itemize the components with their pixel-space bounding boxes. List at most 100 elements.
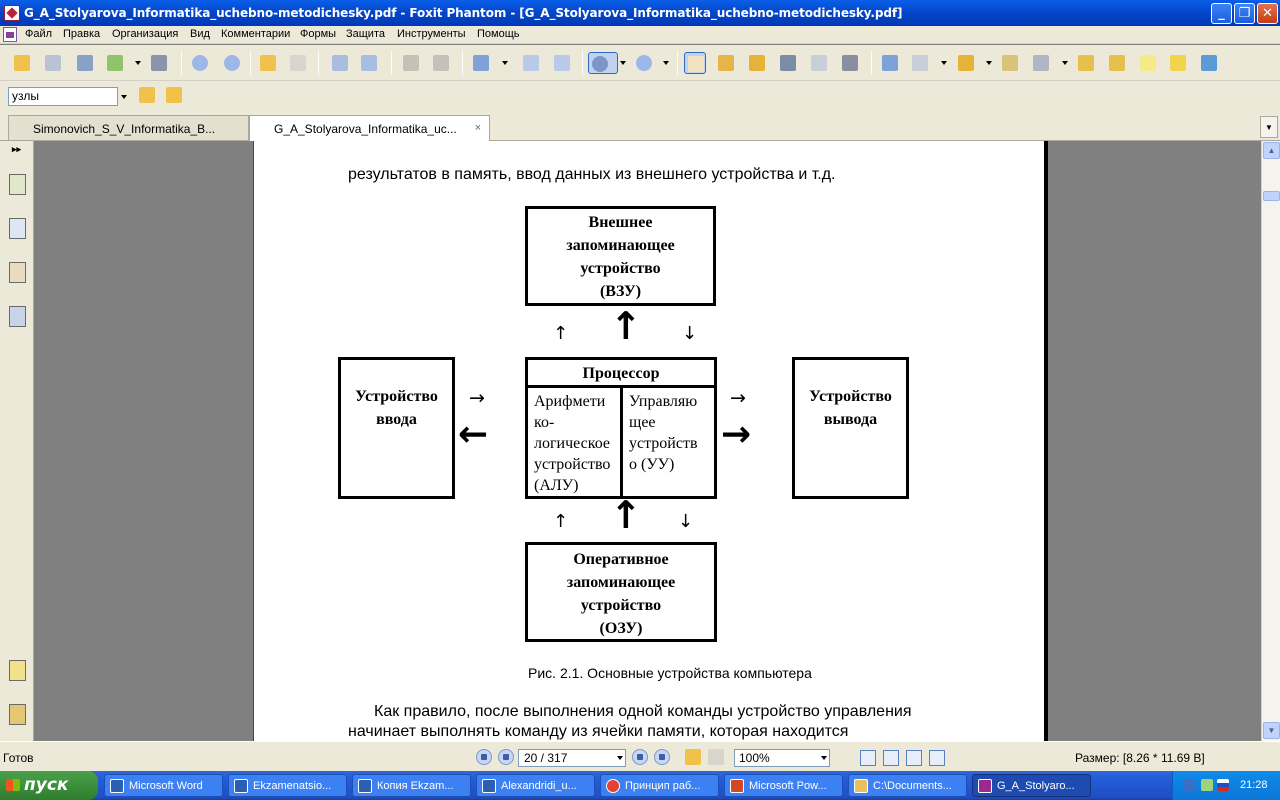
zoom-out-icon[interactable]	[588, 52, 618, 74]
zoom-tool-icon[interactable]	[470, 52, 492, 74]
taskbar-item-kopiya[interactable]: Копия Ekzam...	[352, 774, 471, 797]
next-page-icon[interactable]	[632, 749, 648, 765]
zoom-out-dropdown[interactable]	[620, 61, 626, 65]
extract-pages-icon[interactable]	[329, 52, 351, 74]
find-next-icon[interactable]	[163, 84, 185, 106]
zoom-in-dropdown[interactable]	[663, 61, 669, 65]
taskbar-item-powerpoint[interactable]: Microsoft Pow...	[724, 774, 843, 797]
back-arrow-icon[interactable]	[257, 52, 279, 74]
next-view-icon[interactable]	[705, 746, 727, 768]
tab-simonovich[interactable]: Simonovich_S_V_Informatika_B...	[8, 115, 249, 140]
menu-file[interactable]: Файл	[25, 28, 53, 40]
expand-panel-icon[interactable]: ▸▸	[12, 144, 22, 154]
start-button[interactable]: пуск	[0, 771, 98, 800]
note-icon[interactable]	[1167, 52, 1189, 74]
search-dropdown[interactable]	[118, 87, 130, 106]
pages-icon[interactable]	[7, 217, 27, 239]
typewriter-icon[interactable]	[808, 52, 830, 74]
document-icon[interactable]	[3, 27, 17, 42]
sidebar-toggle-icon[interactable]	[879, 52, 901, 74]
page-dropdown[interactable]	[617, 756, 623, 760]
minimize-button[interactable]: _	[1211, 3, 1232, 24]
scan-icon[interactable]	[148, 52, 170, 74]
select-text-icon[interactable]	[715, 52, 737, 74]
email-dropdown[interactable]	[135, 61, 141, 65]
zoom-in-icon[interactable]	[633, 52, 655, 74]
page-down-icon[interactable]	[221, 52, 243, 74]
fit-width-icon[interactable]	[551, 52, 573, 74]
taskbar-item-explorer[interactable]: C:\Documents...	[848, 774, 967, 797]
page-number-input[interactable]: 20 / 317	[518, 749, 626, 767]
security-lock-icon[interactable]	[1030, 52, 1052, 74]
menu-edit[interactable]: Правка	[63, 28, 101, 40]
tab-close-icon[interactable]: ×	[474, 122, 481, 134]
scroll-down-button[interactable]: ▼	[1263, 722, 1280, 739]
tray-expand-icon[interactable]	[1183, 779, 1195, 791]
forward-arrow-icon[interactable]	[287, 52, 309, 74]
search-input[interactable]: узлы	[8, 87, 118, 106]
continuous-view-icon[interactable]	[883, 750, 899, 766]
security-dropdown[interactable]	[1062, 61, 1068, 65]
sign-dropdown[interactable]	[986, 61, 992, 65]
find-previous-icon[interactable]	[136, 84, 158, 106]
stamp-icon[interactable]	[999, 52, 1021, 74]
find-icon[interactable]	[777, 52, 799, 74]
undo-icon[interactable]	[400, 52, 422, 74]
tab-stolyarova[interactable]: G_A_Stolyarova_Informatika_uc... ×	[249, 115, 490, 142]
continuous-facing-view-icon[interactable]	[929, 750, 945, 766]
taskbar-item-chrome[interactable]: Принцип раб...	[600, 774, 719, 797]
network-signal-icon[interactable]	[1201, 779, 1213, 791]
previous-view-icon[interactable]	[682, 746, 704, 768]
highlight-icon[interactable]	[1075, 52, 1097, 74]
fit-page-icon[interactable]	[520, 52, 542, 74]
zoom-dropdown[interactable]	[821, 756, 827, 760]
open-folder-icon[interactable]	[11, 52, 33, 74]
taskbar-item-word[interactable]: Microsoft Word	[104, 774, 223, 797]
menu-forms[interactable]: Формы	[300, 28, 337, 40]
taskbar-item-ekzamen[interactable]: Ekzamenatsio...	[228, 774, 347, 797]
tab-list-dropdown[interactable]: ▼	[1260, 116, 1278, 138]
arrow-tool-icon[interactable]	[1198, 52, 1220, 74]
menu-protect[interactable]: Защита	[346, 28, 385, 40]
maximize-button[interactable]: ❐	[1234, 3, 1255, 24]
single-page-view-icon[interactable]	[860, 750, 876, 766]
menu-comments[interactable]: Комментарии	[221, 28, 291, 40]
insert-pages-icon[interactable]	[358, 52, 380, 74]
vertical-scrollbar[interactable]: ▲ ▼	[1261, 141, 1280, 741]
bookmarks-icon[interactable]	[7, 173, 27, 195]
redo-icon[interactable]	[430, 52, 452, 74]
attachments-panel-icon[interactable]	[7, 305, 27, 327]
first-page-icon[interactable]	[476, 749, 492, 765]
email-icon[interactable]	[104, 52, 126, 74]
snapshot-icon[interactable]	[839, 52, 861, 74]
scroll-up-button[interactable]: ▲	[1263, 142, 1280, 159]
scroll-thumb[interactable]	[1263, 191, 1280, 201]
pencil-icon[interactable]	[1106, 52, 1128, 74]
menu-view[interactable]: Вид	[190, 28, 210, 40]
language-flag-icon[interactable]	[1217, 779, 1229, 791]
taskbar-item-foxit[interactable]: G_A_Stolyaro...	[972, 774, 1091, 797]
last-page-icon[interactable]	[654, 749, 670, 765]
text-box-icon[interactable]	[1137, 52, 1159, 74]
close-button[interactable]: ✕	[1257, 3, 1278, 24]
layers-icon[interactable]	[7, 261, 27, 283]
menu-help[interactable]: Помощь	[477, 28, 520, 40]
hand-tool-icon[interactable]	[684, 52, 706, 74]
paperclip-icon[interactable]	[7, 703, 27, 725]
document-view[interactable]: результатов в память, ввод данных из вне…	[35, 141, 1261, 741]
zoom-level-input[interactable]: 100%	[734, 749, 830, 767]
taskbar-item-alexandridi[interactable]: Alexandridi_u...	[476, 774, 595, 797]
edit-page-dropdown[interactable]	[941, 61, 947, 65]
zoom-tool-dropdown[interactable]	[502, 61, 508, 65]
page-up-icon[interactable]	[189, 52, 211, 74]
facing-view-icon[interactable]	[906, 750, 922, 766]
sign-icon[interactable]	[955, 52, 977, 74]
save-icon[interactable]	[42, 52, 64, 74]
edit-page-icon[interactable]	[909, 52, 931, 74]
menu-tools[interactable]: Инструменты	[397, 28, 466, 40]
previous-page-icon[interactable]	[498, 749, 514, 765]
select-annotation-icon[interactable]	[746, 52, 768, 74]
menu-organize[interactable]: Организация	[112, 28, 179, 40]
comments-panel-icon[interactable]	[7, 659, 27, 681]
print-icon[interactable]	[74, 52, 96, 74]
